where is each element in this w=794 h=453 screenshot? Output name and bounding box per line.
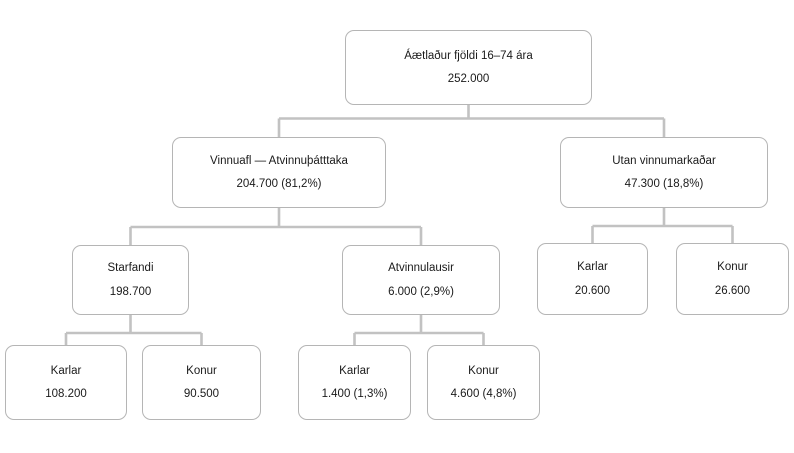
node-employed-men-label: Karlar xyxy=(50,364,82,377)
node-employed-women[interactable]: Konur 90.500 xyxy=(142,345,261,420)
node-unemployed-value: 6.000 (2,9%) xyxy=(388,285,454,298)
node-unemployed-women-label: Konur xyxy=(468,364,499,377)
node-outside-labour-market-label: Utan vinnumarkaðar xyxy=(612,154,716,167)
node-total-population-label: Áætlaður fjöldi 16–74 ára xyxy=(404,49,533,62)
node-outside-men-value: 20.600 xyxy=(574,284,611,297)
node-unemployed-men-value: 1.400 (1,3%) xyxy=(321,388,388,400)
node-outside-women-value: 26.600 xyxy=(714,284,751,297)
node-outside-women[interactable]: Konur 26.600 xyxy=(676,243,789,315)
node-employed-men[interactable]: Karlar 108.200 xyxy=(5,345,127,420)
node-labour-force-label: Vinnuafl — Atvinnuþátttaka xyxy=(210,154,348,167)
node-employed-women-value: 90.500 xyxy=(183,388,220,400)
node-labour-force-value: 204.700 (81,2%) xyxy=(236,178,322,190)
node-employed-label: Starfandi xyxy=(107,262,154,275)
node-outside-men-label: Karlar xyxy=(577,261,608,274)
node-unemployed[interactable]: Atvinnulausir 6.000 (2,9%) xyxy=(342,245,500,315)
node-employed[interactable]: Starfandi 198.700 xyxy=(72,245,189,315)
node-outside-labour-market[interactable]: Utan vinnumarkaðar 47.300 (18,8%) xyxy=(560,137,768,208)
node-total-population-value: 252.000 xyxy=(447,73,490,85)
node-unemployed-label: Atvinnulausir xyxy=(388,262,454,275)
node-unemployed-men-label: Karlar xyxy=(339,364,370,377)
node-unemployed-men[interactable]: Karlar 1.400 (1,3%) xyxy=(298,345,411,420)
node-employed-value: 198.700 xyxy=(109,285,152,298)
node-total-population[interactable]: Áætlaður fjöldi 16–74 ára 252.000 xyxy=(345,30,592,105)
node-unemployed-women-value: 4.600 (4,8%) xyxy=(450,388,517,400)
node-outside-women-label: Konur xyxy=(717,261,748,274)
node-employed-men-value: 108.200 xyxy=(45,388,87,400)
node-labour-force[interactable]: Vinnuafl — Atvinnuþátttaka 204.700 (81,2… xyxy=(172,137,386,208)
node-outside-men[interactable]: Karlar 20.600 xyxy=(537,243,648,315)
node-outside-labour-market-value: 47.300 (18,8%) xyxy=(624,178,704,190)
node-employed-women-label: Konur xyxy=(186,364,217,377)
node-unemployed-women[interactable]: Konur 4.600 (4,8%) xyxy=(427,345,540,420)
